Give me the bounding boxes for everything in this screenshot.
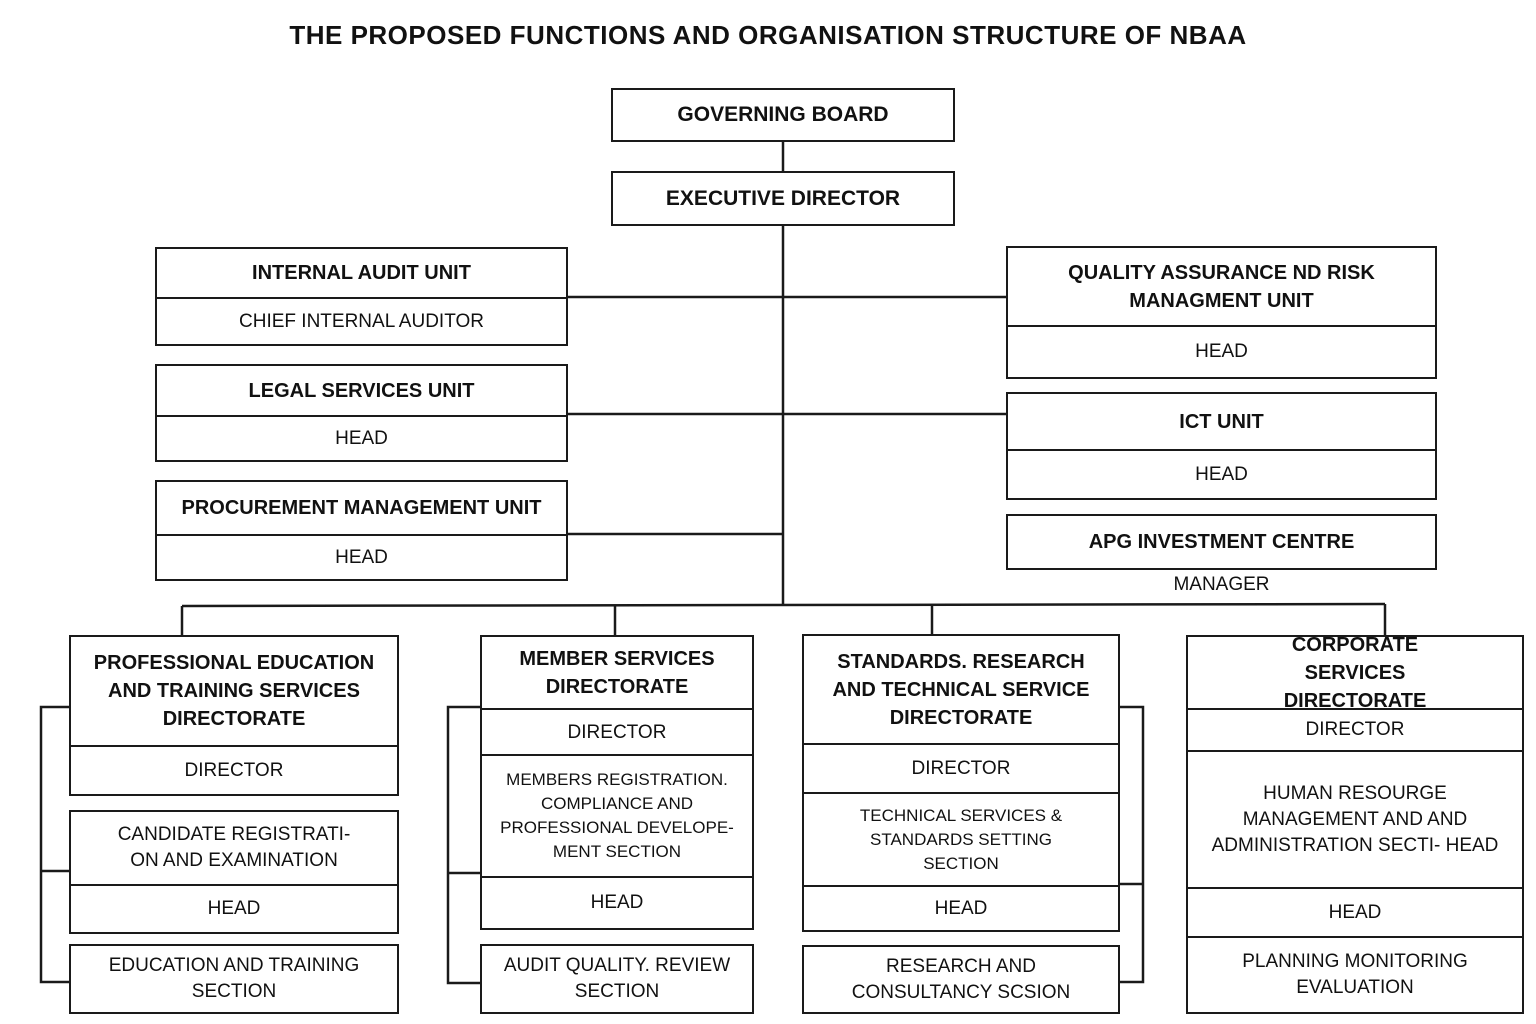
bracket-dir-1 xyxy=(39,705,70,984)
connector-directorates-bar xyxy=(181,602,1386,608)
chart-title: THE PROPOSED FUNCTIONS AND ORGANISATION … xyxy=(289,20,1247,50)
section-name: TECHNICAL SERVICES & STANDARDS SETTING S… xyxy=(859,805,1063,873)
section-education-training: EDUCATION AND TRAINING SECTION xyxy=(69,944,399,1014)
bracket-dir-3 xyxy=(1119,705,1145,984)
unit-name: INTERNAL AUDIT UNIT xyxy=(252,262,471,284)
directorate-name: MEMBER SERVICES DIRECTORATE xyxy=(519,647,715,698)
directorate-name: STANDARDS. RESEARCH AND TECHNICAL SERVIC… xyxy=(832,650,1090,729)
unit-role: HEAD xyxy=(157,415,566,460)
directorate-name: CORPORATE SERVICES DIRECTORATE xyxy=(1283,633,1427,712)
internal-audit-unit-box: INTERNAL AUDIT UNIT CHIEF INTERNAL AUDIT… xyxy=(155,247,568,346)
bracket-dir-2 xyxy=(446,705,481,985)
section-research-consultancy: RESEARCH AND CONSULTANCY SCSION xyxy=(802,945,1120,1014)
section-candidate-registration: CANDIDATE REGISTRATI- ON AND EXAMINATION… xyxy=(69,810,399,934)
section-name: RESEARCH AND CONSULTANCY SCSION xyxy=(851,955,1071,1003)
section-name: EDUCATION AND TRAINING SECTION xyxy=(108,955,360,1002)
apg-investment-centre-box: APG INVESTMENT CENTRE xyxy=(1006,514,1437,570)
directorate-role: DIRECTOR xyxy=(482,708,752,755)
ict-unit-box: ICT UNIT HEAD xyxy=(1006,392,1437,500)
section-audit-quality-review: AUDIT QUALITY. REVIEW SECTION xyxy=(480,944,754,1014)
directorate-role: DIRECTOR xyxy=(804,743,1118,792)
directorate-standards-research: STANDARDS. RESEARCH AND TECHNICAL SERVIC… xyxy=(802,634,1120,794)
unit-role: HEAD xyxy=(157,534,566,579)
section-role: HEAD xyxy=(482,876,752,928)
unit-name: LEGAL SERVICES UNIT xyxy=(248,379,475,402)
section-role: HEAD xyxy=(804,885,1118,930)
unit-role: HEAD xyxy=(1008,449,1435,498)
unit-name: QUALITY ASSURANCE ND RISK MANAGMENT UNIT xyxy=(1068,261,1375,312)
section-technical-services: TECHNICAL SERVICES & STANDARDS SETTING S… xyxy=(802,792,1120,932)
section-name: PLANNING MONITORING EVALUATION xyxy=(1242,951,1468,998)
section-name: MEMBERS REGISTRATION. COMPLIANCE AND PRO… xyxy=(500,770,734,861)
directorate-professional-education: PROFESSIONAL EDUCATION AND TRAINING SERV… xyxy=(69,635,399,796)
governing-board-box: GOVERNING BOARD xyxy=(611,88,955,142)
section-human-resource: HUMAN RESOURGE MANAGEMENT AND AND ADMINI… xyxy=(1186,750,1524,938)
section-name: CANDIDATE REGISTRATI- ON AND EXAMINATION xyxy=(117,824,351,871)
directorate-corporate-services: CORPORATE SERVICES DIRECTORATE DIRECTOR xyxy=(1186,633,1524,752)
unit-role: CHIEF INTERNAL AUDITOR xyxy=(157,297,566,344)
section-role: HEAD xyxy=(71,884,397,932)
section-members-registration: MEMBERS REGISTRATION. COMPLIANCE AND PRO… xyxy=(480,754,754,930)
section-name: AUDIT QUALITY. REVIEW SECTION xyxy=(503,955,731,1002)
procurement-unit-box: PROCUREMENT MANAGEMENT UNIT HEAD xyxy=(155,480,568,581)
section-name: HUMAN RESOURGE MANAGEMENT AND AND ADMINI… xyxy=(1211,782,1499,856)
directorate-member-services: MEMBER SERVICES DIRECTORATE DIRECTOR xyxy=(480,635,754,757)
section-role: HEAD xyxy=(1188,887,1522,936)
governing-board-label: GOVERNING BOARD xyxy=(677,103,889,126)
executive-director-box: EXECUTIVE DIRECTOR xyxy=(611,171,955,226)
apg-investment-centre-role: MANAGER xyxy=(1173,574,1270,595)
quality-assurance-unit-box: QUALITY ASSURANCE ND RISK MANAGMENT UNIT… xyxy=(1006,246,1437,379)
unit-name: ICT UNIT xyxy=(1179,410,1264,433)
unit-name: APG INVESTMENT CENTRE xyxy=(1088,531,1355,553)
legal-services-unit-box: LEGAL SERVICES UNIT HEAD xyxy=(155,364,568,462)
directorate-role: DIRECTOR xyxy=(71,745,397,794)
section-planning-monitoring: PLANNING MONITORING EVALUATION xyxy=(1186,936,1524,1014)
directorate-role: DIRECTOR xyxy=(1188,708,1522,750)
directorate-name: PROFESSIONAL EDUCATION AND TRAINING SERV… xyxy=(93,652,375,730)
executive-director-label: EXECUTIVE DIRECTOR xyxy=(665,186,901,210)
unit-name: PROCUREMENT MANAGEMENT UNIT xyxy=(181,497,542,519)
unit-role: HEAD xyxy=(1008,325,1435,377)
